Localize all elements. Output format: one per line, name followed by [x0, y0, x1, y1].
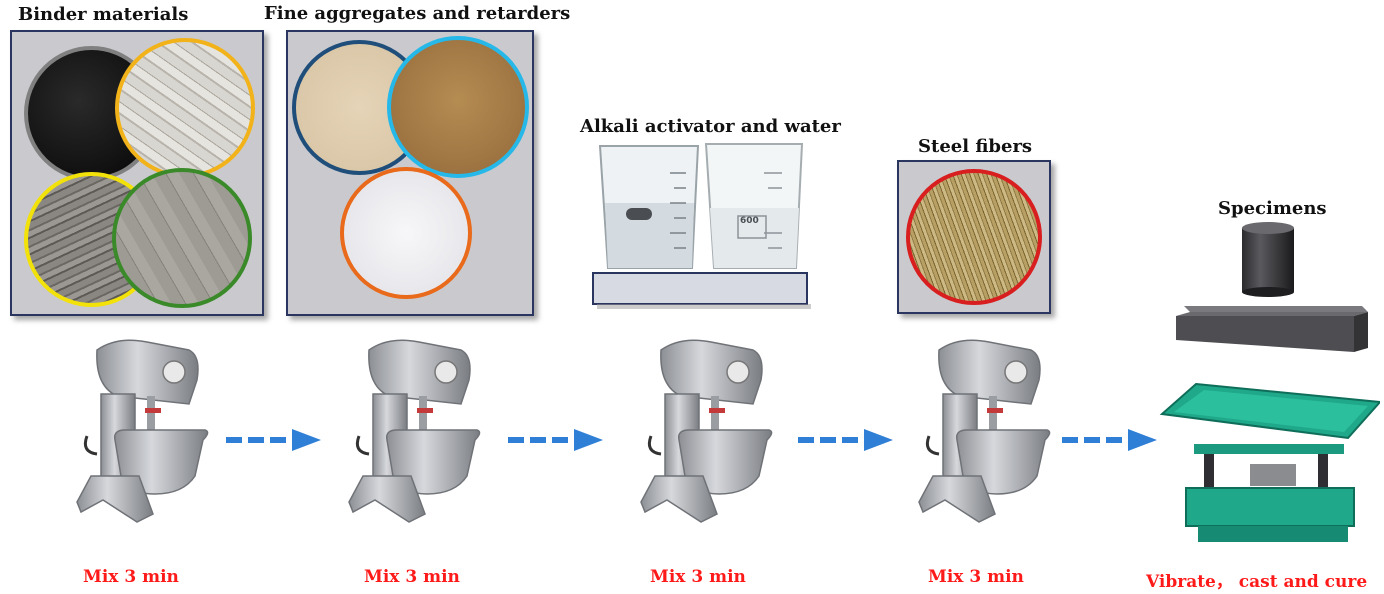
cylinder-specimen-icon: [1242, 222, 1294, 297]
arrow-right-icon-2: [508, 429, 603, 451]
beaker-volume-mark: 600: [740, 216, 759, 226]
beakers-group: 600: [590, 138, 812, 310]
arrow-right-icon-4: [1062, 429, 1157, 451]
fine-aggregates-label: Fine aggregates and retarders: [264, 3, 571, 24]
white-powder-circle: [340, 167, 472, 299]
binder-grey-powder-circle: [112, 168, 252, 308]
retarder-powder-circle: [387, 36, 529, 178]
steel-fibers-circle: [906, 169, 1042, 305]
mixer-1-icon: [75, 338, 210, 524]
steel-fibers-panel: [897, 160, 1051, 314]
step-label-4: Mix 3 min: [928, 567, 1024, 587]
prism-specimen-icon: [1176, 306, 1368, 352]
arrow-right-icon-3: [798, 429, 893, 451]
step-label-3: Mix 3 min: [650, 567, 746, 587]
vibrating-table-icon: [1159, 382, 1380, 542]
fine-aggregates-panel: [286, 30, 534, 316]
step-label-1: Mix 3 min: [83, 567, 179, 587]
mixer-4-icon: [917, 338, 1052, 524]
step-label-2: Mix 3 min: [364, 567, 460, 587]
step-label-5: Vibrate， cast and cure: [1146, 572, 1368, 592]
binder-materials-label: Binder materials: [18, 4, 189, 25]
binder-white-powder-circle: [115, 38, 255, 178]
mixer-3-icon: [639, 338, 774, 524]
beaker-icon: [592, 143, 811, 309]
specimens-label: Specimens: [1218, 198, 1327, 219]
arrow-right-icon-1: [226, 429, 321, 451]
binder-materials-panel: [10, 30, 264, 316]
mixer-2-icon: [347, 338, 482, 524]
alkali-activator-label: Alkali activator and water: [580, 116, 841, 137]
steel-fibers-label: Steel fibers: [918, 136, 1033, 157]
